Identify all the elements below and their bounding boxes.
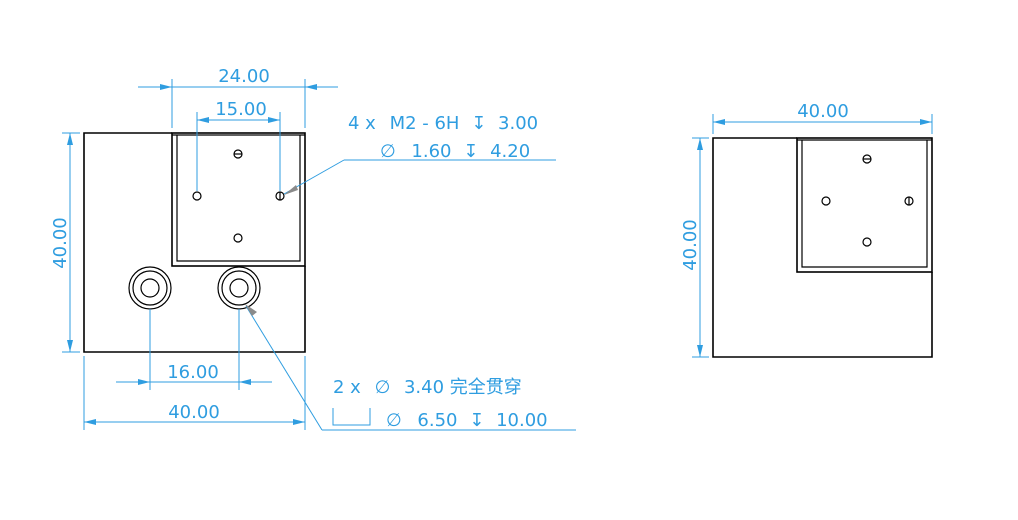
svg-text:4 x M2 - 6H ↧: 4 x M2 - 6H ↧ 3.00 bbox=[348, 113, 538, 134]
thread-callout-diameter-symbol: ∅ bbox=[380, 141, 396, 162]
side-view-outline bbox=[712, 137, 933, 358]
thread-callout-depth: 3.00 bbox=[498, 113, 538, 134]
dim-bottom-inner: 16.00 bbox=[167, 362, 219, 383]
thread-callout-depth-symbol: ↧ bbox=[471, 113, 486, 134]
dim-top-inner: 15.00 bbox=[215, 99, 267, 120]
side-threaded-hole-bottom bbox=[862, 237, 872, 247]
hole-callout-through: 3.40 完全贯穿 bbox=[404, 377, 522, 398]
threaded-hole-bottom bbox=[233, 233, 243, 243]
svg-text:2 x ∅ 3.40 完全贯穿: 2 x ∅ 3.40 完全贯穿 bbox=[333, 377, 522, 398]
thread-callout-diameter: 1.60 bbox=[411, 141, 451, 162]
hole-callout: 2 x ∅ 3.40 完全贯穿 ∅ 6.50 ↧ 10.00 bbox=[245, 304, 576, 431]
thread-callout-thread: M2 - 6H bbox=[390, 113, 460, 134]
side-view bbox=[712, 137, 933, 358]
side-dim-height: 40.00 bbox=[680, 219, 701, 271]
thread-callout-count: 4 x bbox=[348, 113, 376, 134]
svg-text:∅ 6.50 ↧ 10.: ∅ 6.50 ↧ 10.00 bbox=[386, 410, 548, 431]
front-view bbox=[83, 132, 306, 353]
front-view-block-chamfer bbox=[176, 135, 301, 262]
counterbore-hole-left-inner bbox=[140, 278, 160, 298]
hole-callout-cbore-depth-symbol: ↧ bbox=[469, 410, 484, 431]
counterbore-hole-right-inner bbox=[229, 278, 249, 298]
thread-callout-drill-depth: 4.20 bbox=[490, 141, 530, 162]
front-view-outline bbox=[83, 132, 306, 353]
side-view-dimensions: 40.00 40.00 bbox=[680, 101, 933, 358]
front-view-block bbox=[171, 132, 306, 267]
side-view-block bbox=[796, 137, 933, 273]
side-threaded-hole-left bbox=[821, 196, 831, 206]
side-dim-width: 40.00 bbox=[797, 101, 849, 122]
dim-bottom-outer: 40.00 bbox=[168, 402, 220, 423]
hole-callout-count: 2 x bbox=[333, 377, 361, 398]
hole-callout-cbore-diameter: 6.50 bbox=[417, 410, 457, 431]
dim-top-outer: 24.00 bbox=[218, 66, 270, 87]
side-view-block-chamfer bbox=[801, 140, 928, 268]
hole-callout-cbore-diameter-symbol: ∅ bbox=[386, 410, 402, 431]
thread-callout: 4 x M2 - 6H ↧ 3.00 ∅ 1.60 ↧ 4.20 bbox=[283, 113, 556, 195]
thread-callout-drill-depth-symbol: ↧ bbox=[463, 141, 478, 162]
counterbore-symbol bbox=[332, 408, 371, 426]
front-view-dimensions: 24.00 15.00 40.00 16.00 40.00 bbox=[50, 66, 338, 430]
hole-callout-diameter-symbol: ∅ bbox=[375, 377, 391, 398]
dim-height: 40.00 bbox=[50, 217, 71, 269]
hole-callout-cbore-depth: 10.00 bbox=[496, 410, 548, 431]
threaded-hole-left bbox=[192, 191, 202, 201]
svg-text:∅ 1.60 ↧ 4.2: ∅ 1.60 ↧ 4.20 bbox=[380, 141, 530, 162]
